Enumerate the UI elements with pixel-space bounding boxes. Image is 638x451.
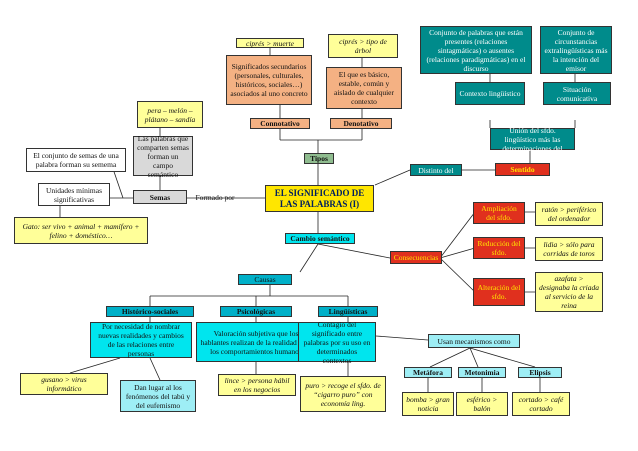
ampliacion-node: Ampliación del sfdo. xyxy=(473,202,525,224)
historico-sociales-node: Histórico-sociales xyxy=(106,306,194,317)
connotativo-example: ciprés > muerte xyxy=(236,38,304,48)
azafata-example: azafata > designaba la criada al servici… xyxy=(535,272,603,312)
gato-example: Gato: ser vivo + animal + mamífero + fel… xyxy=(14,217,148,244)
denotativo-definition: El que es básico, estable, común y aisla… xyxy=(326,67,402,109)
linguisticas-node: Lingüísticas xyxy=(318,306,378,317)
contexto-definition: Conjunto de palabras que están presentes… xyxy=(420,26,532,74)
gusano-example: gusano > virus informático xyxy=(20,373,108,395)
formado-por-label: Formado por xyxy=(195,193,235,202)
raton-example: ratón > periférico del ordenador xyxy=(535,202,603,226)
cambio-semantico-node: Cambio semántico xyxy=(285,233,355,244)
linguisticas-definition: Contagio del significado entre palabras … xyxy=(298,320,376,365)
main-title: EL SIGNIFICADO DE LAS PALABRAS (I) xyxy=(265,185,374,212)
semas-node: Semas xyxy=(133,190,187,204)
connotativo-definition: Significados secundarios (personales, cu… xyxy=(226,55,312,105)
situacion-node: Situación comunicativa xyxy=(543,82,611,105)
consecuencias-label: Consecuencias xyxy=(390,251,442,264)
lince-example: lince > persona hábil en los negocios xyxy=(218,374,296,396)
psicologicas-definition: Valoración subjetiva que los hablantes r… xyxy=(196,322,316,362)
alteracion-node: Alteración del sfdo. xyxy=(473,278,525,306)
puro-example: puro > recoge el sfdo. de “cigarro puro”… xyxy=(300,376,386,412)
elipsis-example: cortado > café cortado xyxy=(512,392,570,416)
tipos-node: Tipos xyxy=(304,153,334,164)
tabu-box: Dan lugar al los fenómenos del tabú y de… xyxy=(120,380,196,412)
metafora-node: Metáfora xyxy=(404,367,452,378)
causas-node: Causas xyxy=(238,274,292,285)
situacion-definition: Conjunto de circunstancias extralingüíst… xyxy=(540,26,612,74)
union-box: Unión del sfdo. lingüístico más las dete… xyxy=(490,126,575,153)
campo-example: pera – melón – plátano – sandía xyxy=(137,101,203,128)
lidia-example: lidia > sólo para corridas de toros xyxy=(535,237,603,261)
metonimia-node: Metonimia xyxy=(458,367,506,378)
denotativo-node: Denotativo xyxy=(330,118,392,129)
metafora-example: bomba > gran noticia xyxy=(402,392,454,416)
reduccion-node: Reducción del sfdo. xyxy=(473,237,525,259)
historico-definition: Por necesidad de nombrar nuevas realidad… xyxy=(90,322,192,358)
psicologicas-node: Psicológicas xyxy=(220,306,292,317)
metonimia-example: esférico > balón xyxy=(456,392,508,416)
usan-mecanismos-label: Usan mecanismos como xyxy=(428,334,520,348)
unidades-minimas: Unidades mínimas significativas xyxy=(38,183,110,206)
denotativo-example: ciprés > tipo de árbol xyxy=(328,34,398,58)
elipsis-node: Elipsis xyxy=(518,367,562,378)
semema-box: El conjunto de semas de una palabra form… xyxy=(26,148,126,172)
campo-semantico-box: Las palabras que comparten semas forman … xyxy=(133,134,193,179)
distinto-del-label: Distinto del xyxy=(410,164,462,176)
sentido-node: Sentido xyxy=(495,163,550,176)
contexto-node: Contexto lingüístico xyxy=(455,82,525,105)
connotativo-node: Connotativo xyxy=(250,118,310,129)
